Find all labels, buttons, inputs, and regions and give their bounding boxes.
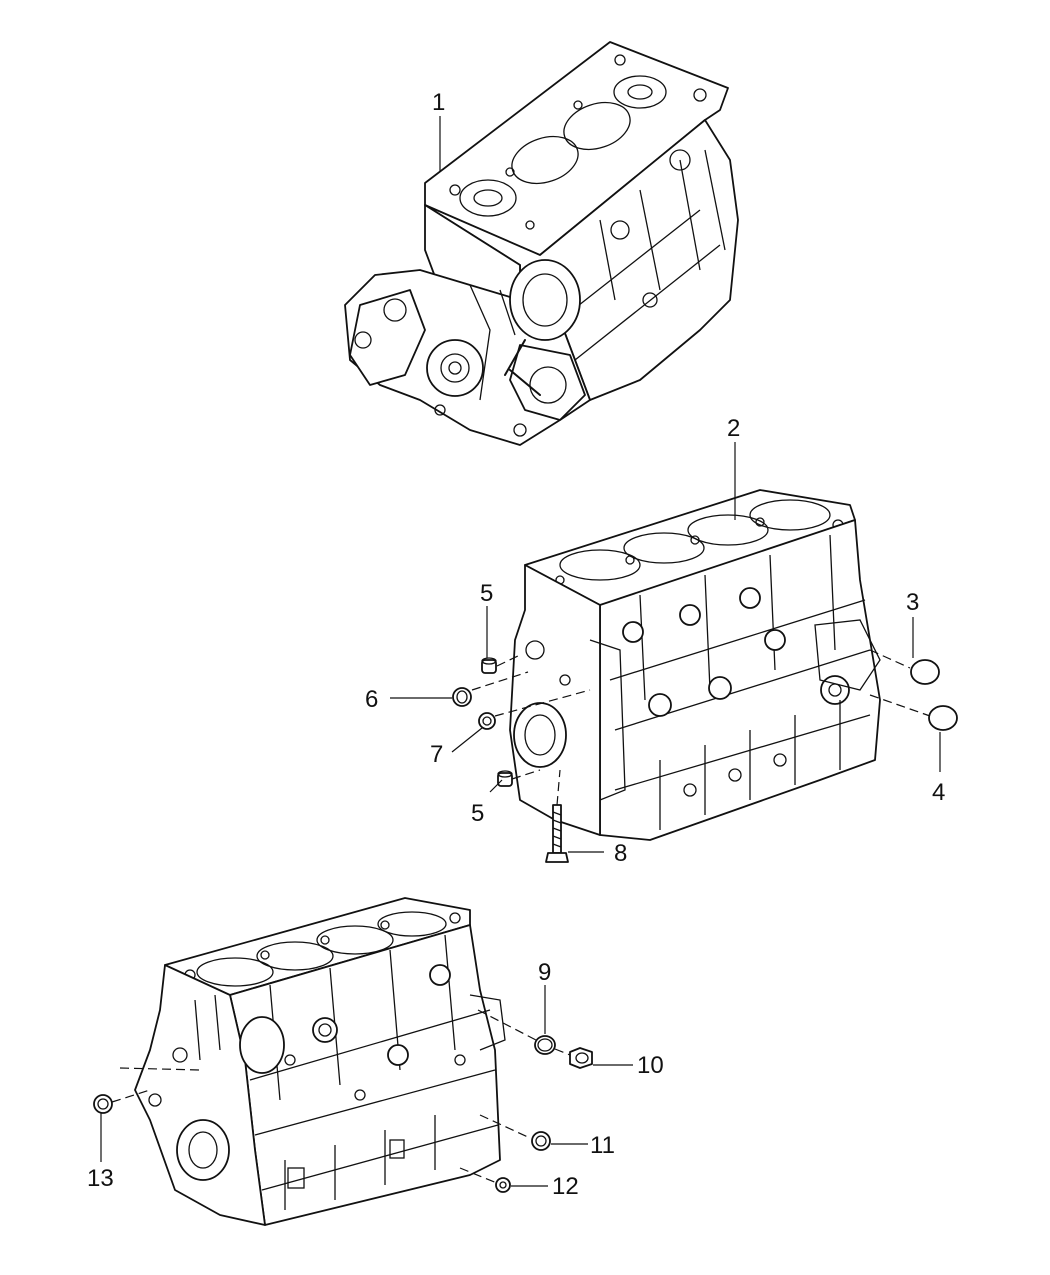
callout-leaders — [100, 116, 941, 1187]
callout-4: 4 — [932, 779, 945, 806]
part-3-cup-plug — [910, 659, 940, 685]
engine-block-assembly-2 — [509, 489, 881, 841]
callout-6: 6 — [365, 686, 378, 713]
part-6-seal-ring — [452, 687, 472, 707]
callout-8: 8 — [614, 840, 627, 867]
callout-2: 2 — [727, 415, 740, 442]
callout-10: 10 — [637, 1052, 664, 1079]
part-8-bolt — [545, 804, 569, 863]
callout-13: 13 — [87, 1165, 114, 1192]
callout-11: 11 — [590, 1132, 615, 1159]
callout-12: 12 — [552, 1173, 579, 1200]
part-9-o-ring — [534, 1035, 556, 1055]
part-13-seal — [93, 1094, 113, 1114]
part-4-cup-plug — [928, 705, 958, 731]
part-5b-dowel — [497, 770, 513, 787]
part-10-fitting — [569, 1047, 593, 1069]
callout-5a: 5 — [480, 580, 493, 607]
engine-block-assembly-1 — [344, 41, 739, 446]
callout-9: 9 — [538, 959, 551, 986]
callout-labels: 1 2 3 4 5 5 6 7 8 9 10 11 12 13 — [87, 89, 945, 1200]
callout-3: 3 — [906, 589, 919, 616]
callout-1: 1 — [432, 89, 445, 116]
callout-5b: 5 — [471, 800, 484, 827]
engine-block-assembly-3 — [134, 897, 506, 1226]
part-11-plug — [531, 1131, 551, 1151]
assembly-path-lines — [111, 649, 931, 1184]
part-12-plug — [495, 1177, 511, 1193]
part-7-plug — [478, 712, 496, 730]
callout-7: 7 — [430, 741, 443, 768]
part-5a-dowel — [481, 657, 497, 674]
